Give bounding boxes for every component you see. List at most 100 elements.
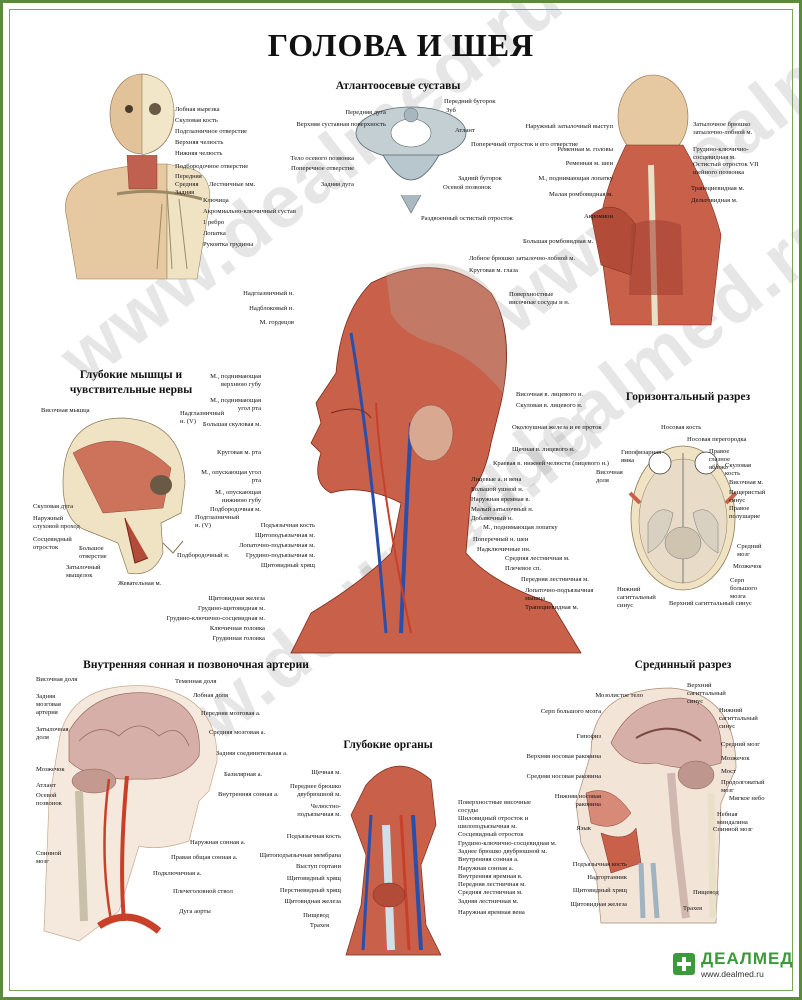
label: Нижняя носовая раковина (554, 793, 601, 808)
label: Средний мозг (721, 741, 760, 748)
label: Ключица (203, 197, 229, 204)
label: Передняя лестничная м. (458, 881, 526, 888)
label: Пищевод (303, 912, 329, 919)
label: Носовая кость (661, 424, 702, 431)
label: Ключичная головка (209, 625, 265, 632)
label: Скуловая кость (175, 117, 218, 124)
label: Мозжечок (36, 766, 65, 773)
label: Верхний сагиттальный синус (669, 600, 752, 607)
label: Челюстно-подъязычная м. (297, 803, 341, 818)
label: Поверхностные височные сосуды и н. (509, 291, 570, 306)
label: Атлант (36, 782, 56, 789)
label: Наружная сонная а. (458, 865, 514, 872)
label: Акромион (584, 213, 613, 220)
label: Шиловидный отросток и шилоподъязычная м. (458, 815, 529, 830)
label: Грудино-подъязычная м. (245, 552, 315, 559)
label: Щечная в. лицевого н. (512, 446, 575, 453)
label: Подбородочное отверстие (175, 163, 249, 170)
label: Раздвоенный остистый отросток (421, 215, 513, 222)
label: М. гордецов (259, 319, 294, 326)
label: Продолговатый мозг (721, 779, 765, 794)
label: Средняя носовая раковина (526, 773, 601, 780)
label: Правое глазное яблоко (709, 448, 731, 471)
label: Подключичная а. (153, 870, 202, 877)
skull-muscles-figure (62, 417, 186, 575)
label: Мост (721, 768, 736, 775)
label: Большой ушной н. (471, 486, 524, 493)
label: Небная миндалина (717, 811, 748, 826)
label: Височная доля (36, 676, 78, 683)
label: Задняя соединительная а. (216, 750, 288, 757)
label: Нижний сагиттальный синус (719, 707, 758, 730)
label: Акромиально-ключичный сустав (203, 208, 296, 215)
label: Щитовидная железа (284, 898, 341, 905)
label: Средняя (175, 181, 199, 188)
label: Грудино-ключично-сосцевидная м. (458, 840, 557, 847)
label: Подъязычная кость (286, 833, 341, 840)
label: Околоушная железа и ее проток (512, 424, 602, 431)
brand-logo: ДЕАЛМЕД www.dealmed.ru (673, 949, 792, 985)
label: Плечевое сп. (505, 565, 542, 572)
panel-skeleton (17, 69, 317, 284)
label: Малая ромбовидная м. (549, 191, 613, 198)
center-head-figure (290, 263, 582, 654)
label: Лобное брюшко затылочно-лобной м. (469, 255, 576, 262)
label: Большое отверстие (79, 545, 107, 560)
label: Переднее брюшко двубрюшной м. (289, 783, 341, 798)
horizontal-section-figure (628, 445, 738, 591)
brand-name: ДЕАЛМЕД (701, 949, 794, 968)
label: Верхний сагиттальный синус (687, 682, 726, 705)
label: Поперечное отверстие (290, 165, 354, 172)
label: Средняя мозговая а. (209, 729, 266, 736)
label: Наружная яремная вена (458, 909, 525, 916)
label: Зуб (446, 107, 456, 114)
label: Круговая м. рта (217, 449, 261, 456)
label: Верхняя челюсть (175, 139, 224, 146)
label: Нижний сагиттальный синус (617, 586, 656, 609)
label: Пищевод (693, 889, 719, 896)
label: Выступ гортани (295, 863, 341, 870)
label: Щитовидный хрящ (260, 562, 315, 569)
arteries-figure (43, 685, 218, 942)
label: Жевательная м. (118, 580, 162, 587)
label: Подглазничное отверстие (175, 128, 247, 135)
label: Спинной мозг (36, 850, 62, 865)
label: Спинной мозг (713, 826, 753, 833)
label: Скуловая в. лицевого н. (516, 402, 583, 409)
label: Гипофизарная ямка (621, 449, 662, 464)
skeleton-figure (65, 73, 211, 280)
label: Надблоковый н. (249, 305, 294, 312)
label: Базилярная а. (224, 771, 263, 778)
label: Осевой позвонок (443, 184, 492, 191)
label: Грудинная головка (212, 635, 265, 642)
label: Краевая в. нижней челюсти (лицевого н.) (493, 460, 609, 467)
label: Надключичные нн. (477, 546, 531, 553)
label: Осевой позвонок (36, 792, 62, 807)
label: Атлант (455, 127, 475, 134)
label: Круговая м. глаза (469, 267, 518, 274)
label: Затылочное брюшко затылочно-лобной м. (693, 121, 753, 136)
label: М., поднимающая угол рта (210, 397, 261, 412)
label: Лопатка (203, 230, 226, 237)
median-section-figure (575, 687, 737, 924)
label: Трахея (309, 922, 329, 929)
label: Задняя мозговая артерия (36, 693, 61, 716)
poster-title: ГОЛОВА И ШЕЯ (267, 27, 535, 63)
label: Щечная м. (311, 769, 341, 776)
medical-cross-icon (673, 953, 695, 975)
label: Щитовидный хрящ (572, 887, 627, 894)
label: Задняя (175, 189, 195, 196)
label: М., поднимающая верхнюю губу (210, 373, 261, 388)
label: Правое полушарие (729, 505, 761, 520)
label: Внутренняя яремная в. (458, 873, 523, 880)
label: Затылочная доля (36, 726, 69, 741)
label: Правая общая сонная а. (171, 854, 238, 861)
label: Верхняя суставная поверхность (296, 121, 386, 128)
label: Задняя лестничная м. (458, 898, 519, 905)
label: Наружный слуховой проход (33, 515, 80, 530)
label: Щитоподъязычная мембрана (259, 852, 342, 859)
label: Височная доля (596, 469, 623, 484)
label: Скуловая кость (725, 462, 752, 477)
heading-median: Срединный разрез (634, 659, 732, 671)
